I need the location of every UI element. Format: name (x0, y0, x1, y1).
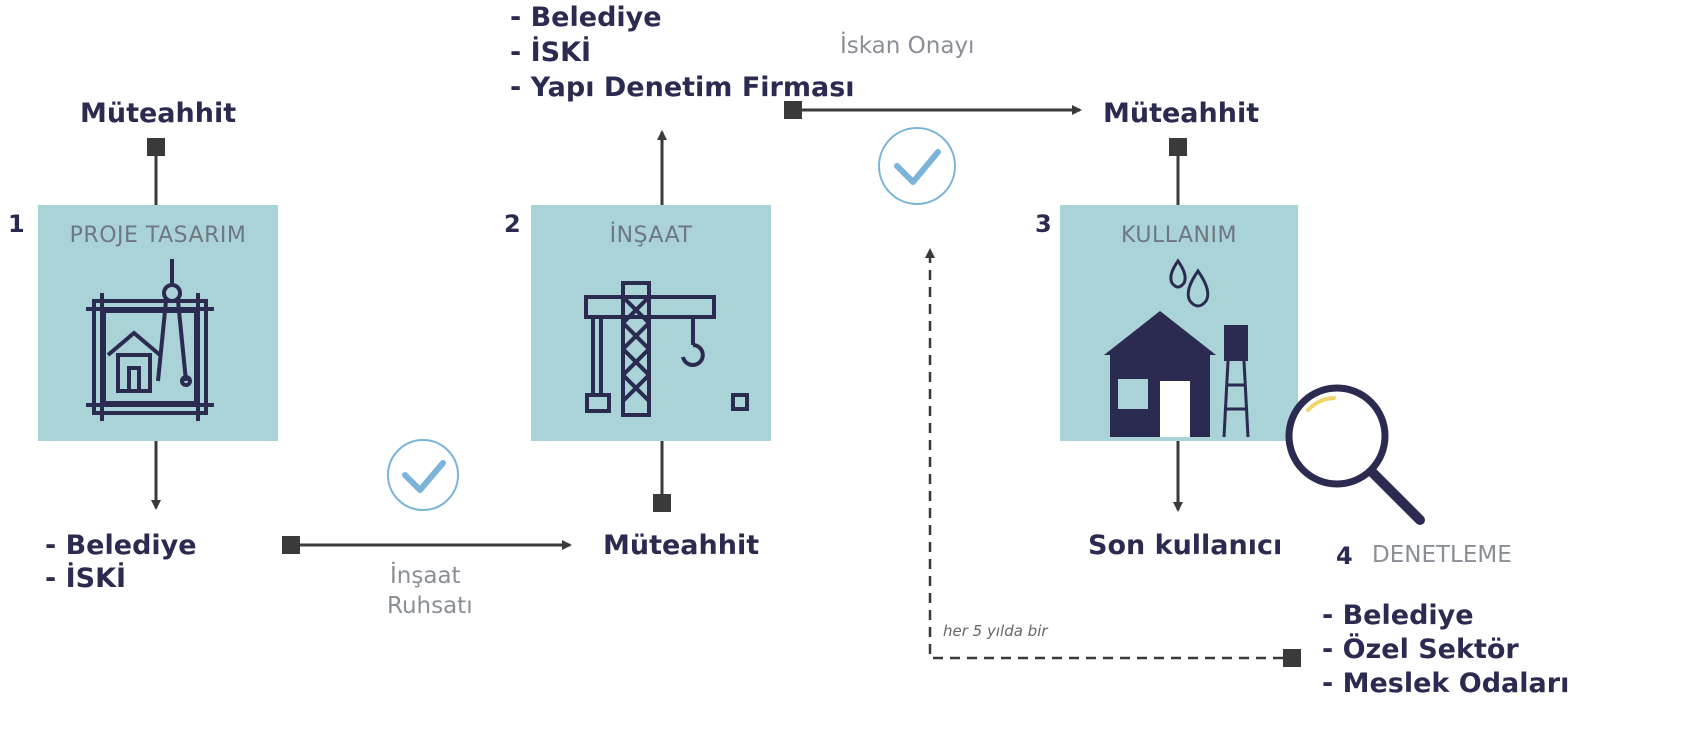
stage2-box: İNŞAAT (531, 205, 771, 441)
stage2-top-item-1: - Belediye (510, 2, 662, 33)
stage4-title: DENETLEME (1372, 542, 1512, 568)
stage1-top-actor: Müteahhit (80, 98, 237, 129)
stage1-number: 1 (8, 210, 25, 238)
stage4-item-1: - Belediye (1322, 600, 1474, 631)
stage2-top-item-3: - Yapı Denetim Firması (510, 72, 855, 103)
stage4-item-2: - Özel Sektör (1322, 634, 1519, 665)
stage2-bottom-actor: Müteahhit (603, 530, 760, 561)
stage3-box: KULLANIM (1060, 205, 1298, 441)
stage3-title: KULLANIM (1121, 223, 1237, 248)
check-circle-icon (387, 439, 459, 511)
check-circle-icon (878, 127, 956, 205)
stage1-bottom-item-1: - Belediye (45, 530, 197, 561)
arrow1-label-line1: İnşaat (390, 563, 461, 589)
stage4-number: 4 (1336, 542, 1353, 570)
inspection-loop-connector (925, 248, 1301, 667)
arrow2-connector (784, 101, 1082, 119)
stage1-top-connector (147, 138, 165, 205)
stage2-top-item-2: - İSKİ (510, 37, 592, 68)
stage2-title: İNŞAAT (609, 223, 693, 248)
stage2-number: 2 (504, 210, 521, 238)
stage3-number: 3 (1035, 210, 1052, 238)
stage1-box: PROJE TASARIM (38, 205, 278, 441)
stage3-top-connector (1169, 138, 1187, 205)
stage3-top-actor: Müteahhit (1103, 98, 1260, 129)
magnifier-icon (1285, 384, 1425, 525)
blueprint-compass-icon (86, 259, 214, 421)
loop-label: her 5 yılda bir (943, 622, 1048, 640)
crane-icon (584, 281, 749, 417)
house-water-tower-icon (1104, 258, 1250, 438)
arrow2-label: İskan Onayı (840, 33, 975, 59)
stage4-item-3: - Meslek Odaları (1322, 668, 1570, 699)
arrow1-connector (282, 536, 572, 554)
arrow1-label-line2: Ruhsatı (387, 593, 473, 619)
stage1-title: PROJE TASARIM (69, 223, 247, 248)
stage3-bottom-actor: Son kullanıcı (1088, 530, 1283, 561)
stage1-bottom-item-2: - İSKİ (45, 563, 127, 594)
stage2-bottom-connector (653, 441, 671, 512)
